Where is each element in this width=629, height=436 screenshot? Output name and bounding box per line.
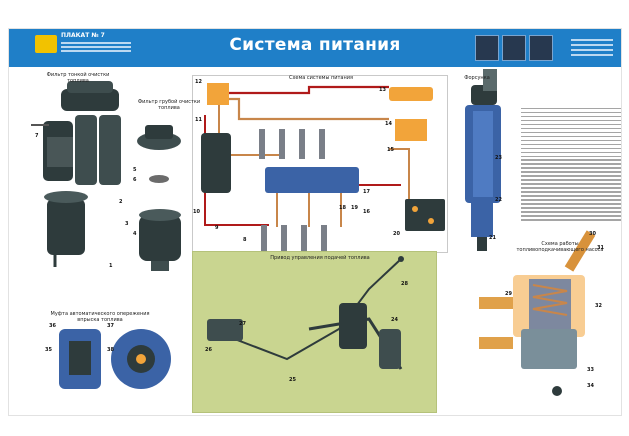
callout-38: 38 (107, 347, 114, 353)
callout-15: 15 (387, 147, 394, 153)
callout-24: 24 (391, 317, 398, 323)
fine-filter-drawing (31, 81, 121, 267)
callout-34: 34 (587, 383, 594, 389)
coarse-filter-drawing (137, 125, 181, 271)
callout-16: 16 (363, 209, 370, 215)
callout-12: 12 (195, 79, 202, 85)
plaque-label: ПЛАКАТ № 7 (61, 32, 105, 39)
callout-3: 3 (125, 221, 129, 227)
header-thumbnails (475, 35, 553, 61)
callout-28: 28 (401, 281, 408, 287)
callout-4: 4 (133, 231, 137, 237)
pump-control-caption: Привод управления подачей топлива (270, 255, 370, 261)
thumbnail-truck-2 (502, 35, 526, 61)
header-right-details (571, 36, 613, 59)
callout-19: 19 (351, 205, 358, 211)
callout-27: 27 (239, 321, 246, 327)
callout-6: 6 (133, 177, 137, 183)
callout-31: 31 (597, 245, 604, 251)
callout-18: 18 (339, 205, 346, 211)
callout-29: 29 (505, 291, 512, 297)
callout-8: 8 (243, 237, 247, 243)
callout-36: 36 (49, 323, 56, 329)
callout-2: 2 (119, 199, 123, 205)
thumbnail-truck-3 (529, 35, 553, 61)
supply-scheme-caption: Схема системы питания (288, 75, 354, 81)
callout-37: 37 (107, 323, 114, 329)
supply-scheme-drawing (201, 83, 445, 251)
thumbnail-truck-1 (475, 35, 499, 61)
callout-25: 25 (289, 377, 296, 383)
fine-filter-caption: Фильтр тонкой очистки топлива (46, 72, 110, 84)
callout-33: 33 (587, 367, 594, 373)
parts-legend (521, 105, 621, 223)
injector-caption: Форсунка (464, 75, 490, 81)
coarse-filter-caption: Фильтр грубой очистки топлива (137, 99, 201, 111)
callout-26: 26 (205, 347, 212, 353)
injector-drawing (465, 69, 501, 251)
callout-11: 11 (195, 117, 202, 123)
pump-scheme-caption: Схема работы топливоподкачивающего насос… (516, 241, 604, 253)
poster-artwork (31, 69, 596, 396)
callout-13: 13 (379, 87, 386, 93)
callout-20: 20 (393, 231, 400, 237)
callout-35: 35 (45, 347, 52, 353)
callout-30: 30 (589, 231, 596, 237)
poster: ПЛАКАТ № 7 Система питания (8, 28, 622, 416)
callout-7: 7 (35, 133, 39, 139)
pump-scheme-drawing (479, 230, 596, 396)
callout-9: 9 (215, 225, 219, 231)
truck-logo-icon (35, 35, 57, 53)
callout-22: 22 (495, 197, 502, 203)
callout-5: 5 (133, 167, 137, 173)
advance-coupling-drawing (59, 329, 171, 389)
callout-21: 21 (489, 235, 496, 241)
callout-10: 10 (193, 209, 200, 215)
callout-23: 23 (495, 155, 502, 161)
advance-coupling-caption: Муфта автоматического опережения впрыска… (50, 311, 150, 323)
poster-header: ПЛАКАТ № 7 Система питания (9, 29, 621, 67)
callout-17: 17 (363, 189, 370, 195)
callout-14: 14 (385, 121, 392, 127)
callout-1: 1 (109, 263, 113, 269)
pump-control-drawing (207, 256, 404, 370)
callout-32: 32 (595, 303, 602, 309)
poster-title: Система питания (229, 35, 401, 55)
plaque-details (61, 40, 131, 54)
